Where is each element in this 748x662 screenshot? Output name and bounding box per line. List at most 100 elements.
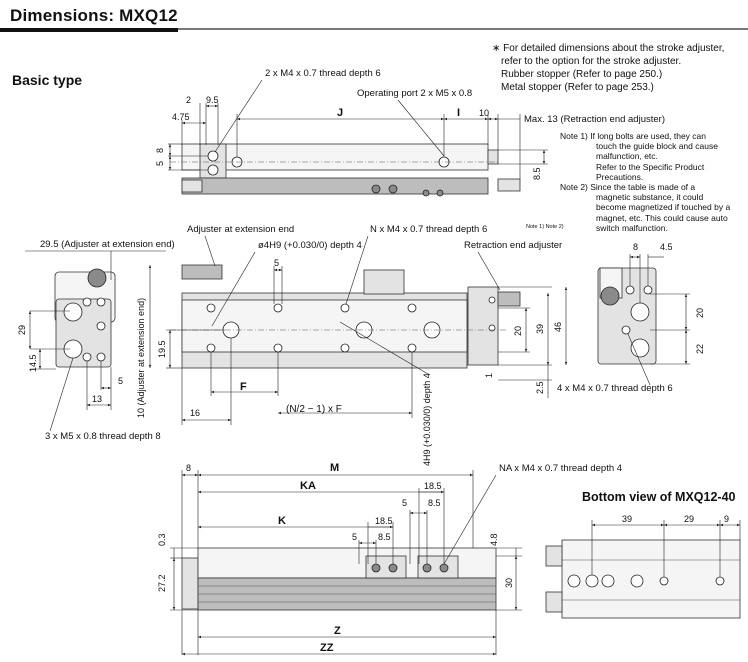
dim-27-2: 27.2 bbox=[157, 574, 167, 592]
top-port-fitting bbox=[497, 178, 521, 192]
bview-hole bbox=[715, 576, 725, 586]
left-small-hole bbox=[96, 321, 106, 331]
m4-side-callout: 4 x M4 x 0.7 thread depth 6 bbox=[557, 383, 673, 394]
thread-hole bbox=[407, 343, 417, 353]
retraction-adj-callout: Retraction end adjuster bbox=[464, 240, 562, 251]
bottom-hole bbox=[388, 563, 398, 573]
top-adjuster-left bbox=[181, 179, 203, 193]
dim-Z: Z bbox=[334, 625, 341, 637]
port-hole bbox=[422, 189, 430, 197]
dim-ZZ: ZZ bbox=[320, 642, 334, 654]
operating-port-callout: Operating port 2 x M5 x 0.8 bbox=[357, 88, 472, 99]
dim-22: 22 bbox=[695, 344, 705, 354]
note-line: Metal stopper (Refer to page 253.) bbox=[501, 82, 654, 93]
dim-14-5: 14.5 bbox=[28, 354, 38, 372]
leader-line bbox=[627, 333, 651, 386]
dim-8-5: 8.5 bbox=[532, 167, 542, 180]
thread-hole bbox=[407, 303, 417, 313]
dim-4-75: 4.75 bbox=[172, 112, 190, 122]
thread-hole bbox=[207, 164, 219, 176]
dim-29: 29 bbox=[17, 325, 27, 335]
dim-5: 5 bbox=[118, 376, 123, 386]
bottom-hole bbox=[439, 563, 449, 573]
leader-line bbox=[339, 321, 429, 375]
thread-hole bbox=[206, 303, 216, 313]
adjuster-knob bbox=[600, 286, 620, 306]
thread-top-callout: 2 x M4 x 0.7 thread depth 6 bbox=[265, 68, 381, 79]
front-view: 5 F 16 19.5 20 39 46 1 2.5 10 (Adjuster … bbox=[136, 224, 568, 466]
phi4-callout: ø4H9 (+0.030/0) depth 4 bbox=[258, 240, 362, 251]
leader-line bbox=[477, 251, 501, 291]
dim-4-8: 4.8 bbox=[489, 533, 499, 546]
dim-F: F bbox=[240, 381, 247, 393]
dim-I: I bbox=[457, 107, 460, 119]
dim-10: 10 bbox=[479, 108, 489, 118]
left-small-hole bbox=[82, 352, 92, 362]
dim-29: 29 bbox=[684, 514, 694, 524]
dim-20: 20 bbox=[513, 326, 523, 336]
note-line: switch malfunction. bbox=[596, 222, 668, 233]
header-bar: Dimensions: MXQ12 bbox=[0, 0, 748, 32]
bottom-hole bbox=[371, 563, 381, 573]
thread-hole bbox=[273, 303, 283, 313]
leader-line bbox=[397, 99, 445, 157]
left-small-hole bbox=[82, 297, 92, 307]
dim-20: 20 bbox=[695, 308, 705, 318]
dim-5: 5 bbox=[352, 532, 357, 542]
bottom-hole bbox=[422, 563, 432, 573]
right-small-hole bbox=[621, 325, 631, 335]
precaution-notes: Note 1) If long bolts are used, they can… bbox=[560, 131, 730, 233]
note-line: magnetic substance, it could bbox=[596, 192, 704, 203]
dim-K: K bbox=[278, 515, 286, 527]
dim-18-5: 18.5 bbox=[375, 516, 393, 526]
top-view: 2 9.5 4.75 J I 10 8 5 8.5 2 x M4 x 0.7 t… bbox=[155, 68, 665, 197]
leader-line bbox=[204, 235, 216, 267]
front-port bbox=[363, 269, 405, 295]
n2f-dim: (N/2 − 1) x F bbox=[286, 404, 342, 415]
stroke-adjuster-note: ∗ For detailed dimensions about the stro… bbox=[492, 42, 724, 94]
dim-16: 16 bbox=[190, 408, 200, 418]
bview-hole bbox=[601, 574, 615, 588]
dim-2: 2 bbox=[186, 95, 191, 105]
dim-39: 39 bbox=[622, 514, 632, 524]
adj-ext-29-5-callout: 29.5 (Adjuster at extension end) bbox=[40, 239, 175, 250]
thread-hole bbox=[340, 343, 350, 353]
right-small-hole bbox=[625, 285, 635, 295]
dim-5: 5 bbox=[402, 498, 407, 508]
note-line: Note 2) Since the table is made of a bbox=[560, 182, 696, 193]
dim-8: 8 bbox=[633, 242, 638, 252]
left-side-view: 29 14.5 5 13 29.5 (Adjuster at extension… bbox=[17, 239, 175, 442]
dim-13: 13 bbox=[92, 394, 102, 404]
lower-end-plate bbox=[181, 557, 199, 610]
dim-4-5: 4.5 bbox=[660, 242, 673, 252]
ext-10-callout: 10 (Adjuster at extension end) bbox=[136, 298, 146, 418]
note-line: Refer to the Specific Product bbox=[596, 161, 705, 172]
note-line: touch the guide block and cause bbox=[596, 141, 718, 152]
note-line: Precautions. bbox=[596, 171, 644, 182]
leader-line bbox=[49, 357, 74, 432]
dim-8: 8 bbox=[155, 148, 165, 153]
bview-left-fitting bbox=[545, 591, 563, 613]
bview-hole bbox=[567, 574, 581, 588]
dim-8: 8 bbox=[186, 463, 191, 473]
dim-19-5: 19.5 bbox=[157, 340, 167, 358]
m5-thread-callout: 3 x M5 x 0.8 thread depth 8 bbox=[45, 431, 161, 442]
left-small-hole bbox=[96, 352, 106, 362]
dim-9-5: 9.5 bbox=[206, 95, 219, 105]
note-line: ∗ For detailed dimensions about the stro… bbox=[492, 43, 725, 54]
adjuster-knob bbox=[87, 268, 107, 288]
dim-46: 46 bbox=[553, 322, 563, 332]
h4-depth-callout: 4H9 (+0.030/0) depth 4 bbox=[422, 373, 432, 466]
port-hole bbox=[371, 184, 381, 194]
leader-line bbox=[211, 251, 256, 327]
dim-KA: KA bbox=[300, 480, 316, 492]
thread-hole bbox=[207, 150, 219, 162]
bview-hole bbox=[630, 574, 644, 588]
dim-39: 39 bbox=[535, 324, 545, 334]
dim-5: 5 bbox=[274, 258, 279, 268]
right-side-view: 8 4.5 20 22 4 x M4 x 0.7 thread depth 6 bbox=[557, 242, 705, 394]
na-thread-callout: NA x M4 x 0.7 thread depth 4 bbox=[499, 463, 622, 474]
bottom-view-mxq12-40: 39 29 9 bbox=[545, 514, 741, 619]
thread-hole bbox=[340, 303, 350, 313]
